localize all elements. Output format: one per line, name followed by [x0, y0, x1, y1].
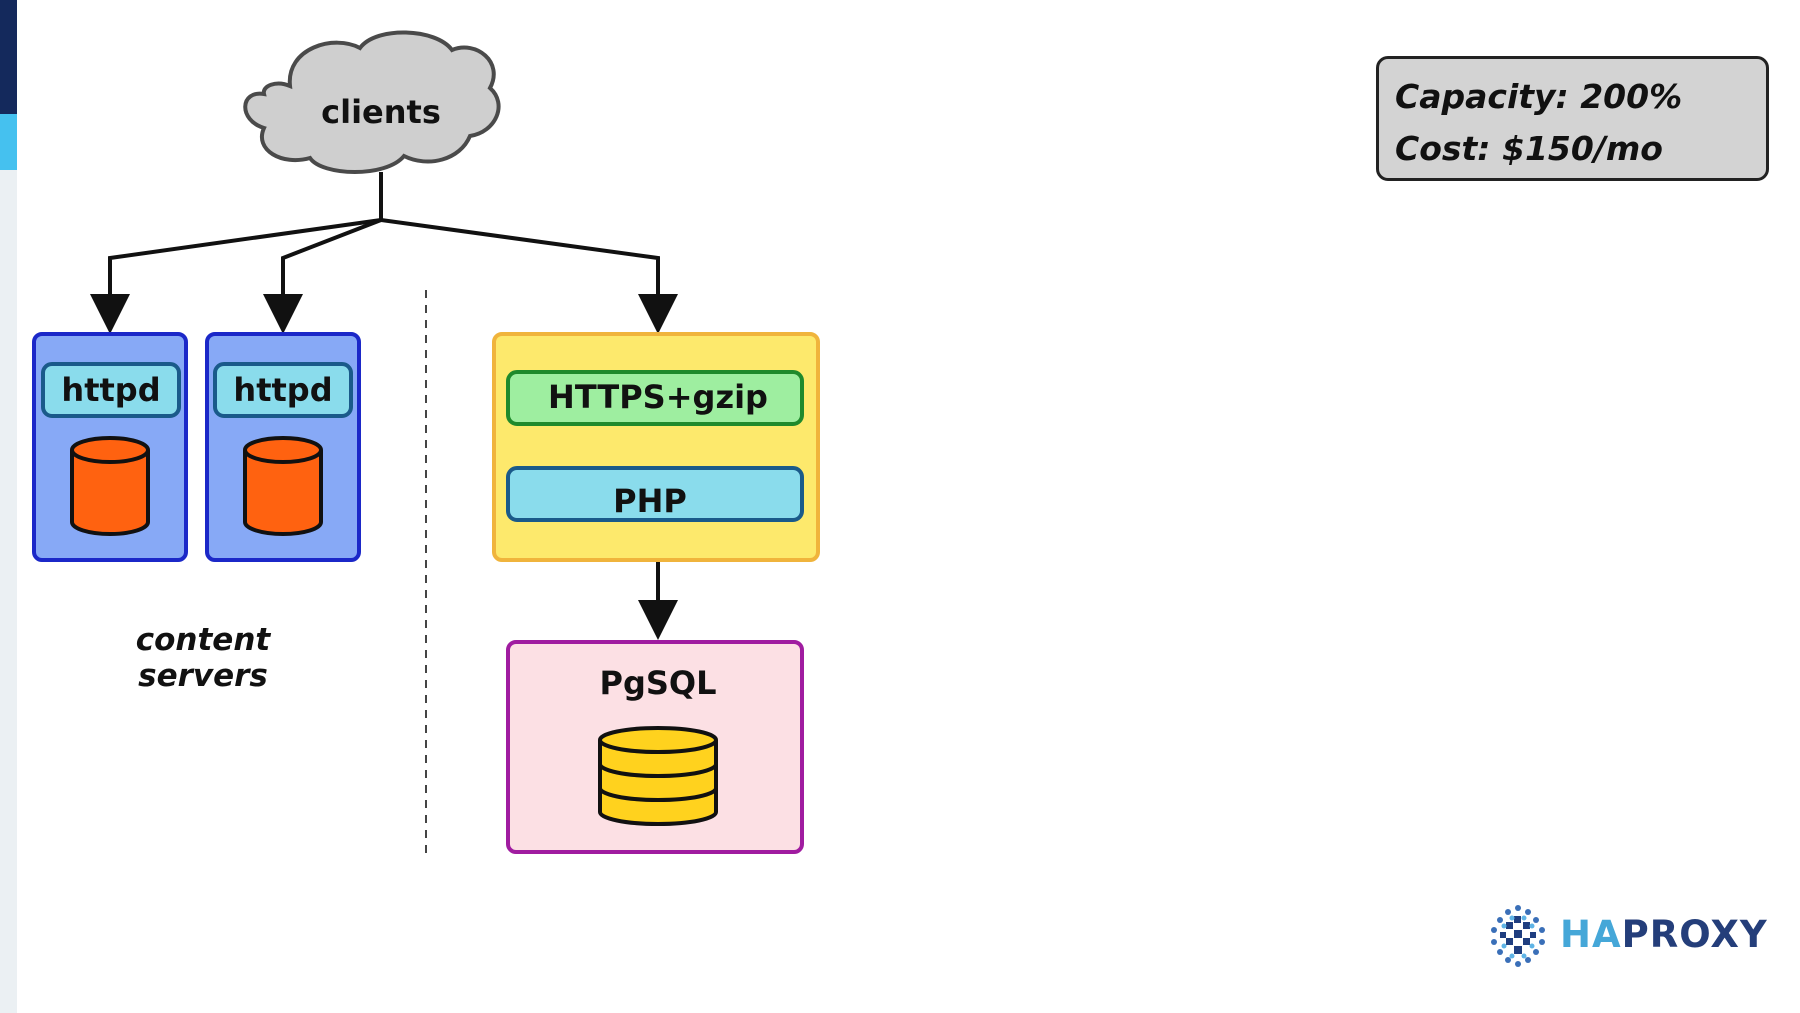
arrow-to-httpd-1: [90, 218, 382, 334]
php-layer: [506, 466, 804, 522]
database-label: PgSQL: [600, 664, 717, 702]
haproxy-wordmark-ha: HA: [1560, 913, 1622, 956]
app-server-box: [492, 332, 820, 562]
httpd-label: httpd: [233, 371, 332, 409]
httpd-label: httpd: [61, 371, 160, 409]
left-edge-accent-light: [0, 114, 17, 170]
content-servers-caption-line-2: servers: [138, 658, 268, 694]
connectors: [90, 172, 678, 640]
php-label: PHP: [613, 482, 687, 520]
content-servers-caption-line-1: content: [136, 622, 272, 658]
left-edge-accent-dark: [0, 0, 17, 114]
haproxy-logo-icon: [1491, 905, 1545, 967]
left-edge-stripe: [0, 0, 17, 1013]
cloud-shape: [243, 30, 501, 174]
clients-label: clients: [321, 93, 441, 131]
capacity-text: Capacity: 200%: [1395, 77, 1683, 116]
https-gzip-layer: [506, 370, 804, 426]
haproxy-wordmark-proxy: PROXY: [1621, 913, 1768, 956]
app-server: HTTPS+gzip PHP: [492, 332, 820, 562]
httpd-label-box: [41, 362, 181, 418]
haproxy-logo: HAPROXY: [1482, 900, 1767, 972]
content-server-1: httpd: [32, 332, 188, 562]
cost-text: Cost: $150/mo: [1395, 129, 1663, 168]
clients-cloud: clients: [243, 30, 501, 174]
disk-icon: [70, 436, 150, 536]
capacity-cost-box: Capacity: 200% Cost: $150/mo: [1376, 56, 1769, 181]
https-gzip-label: HTTPS+gzip: [548, 378, 768, 416]
database-server: PgSQL: [506, 640, 804, 854]
haproxy-wordmark: HAPROXY: [1560, 910, 1768, 960]
arrow-to-app-server: [380, 218, 678, 334]
arrow-to-httpd-2: [263, 218, 382, 334]
httpd-label-box: [213, 362, 353, 418]
content-server-2: httpd: [205, 332, 361, 562]
disk-icon: [243, 436, 323, 536]
database-icon: [598, 726, 718, 826]
